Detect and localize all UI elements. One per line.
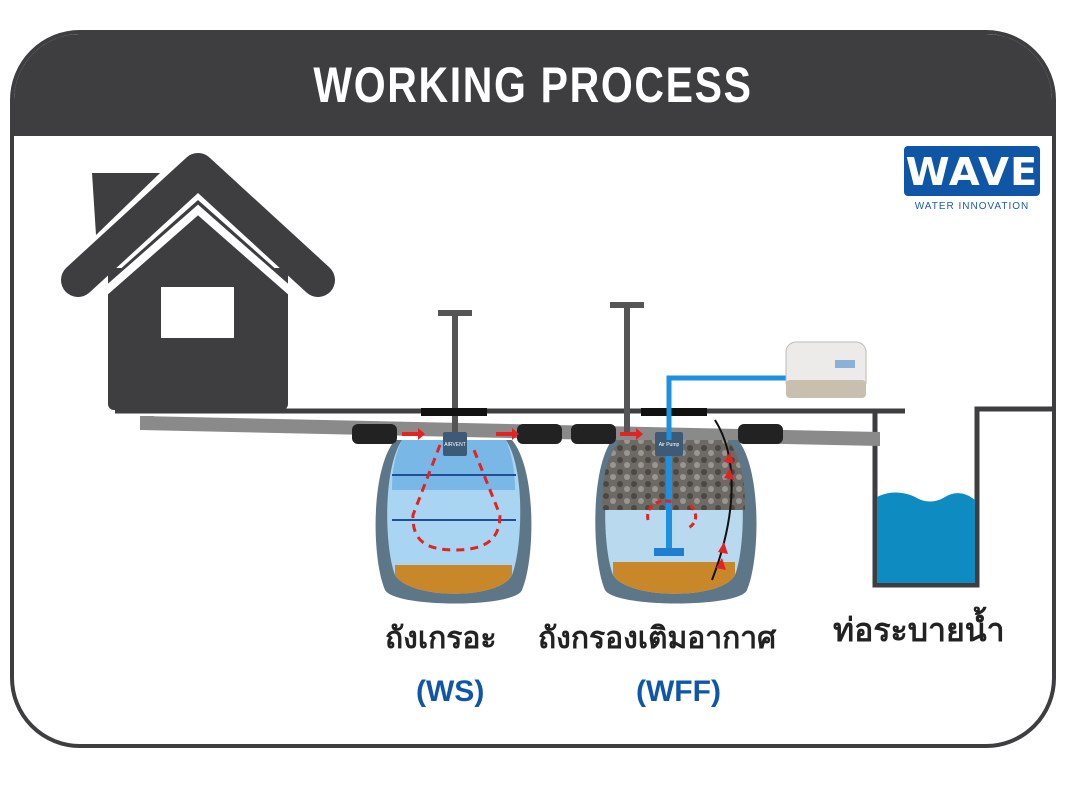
septic-tank-ws: AIRVENT: [352, 408, 562, 604]
logo-tagline: WATER INNOVATION: [914, 201, 1030, 212]
logo-badge: WAVE: [904, 146, 1040, 196]
air-line: [666, 375, 790, 440]
vent-pipe-2: [610, 302, 644, 432]
airvent-tag: AIRVENT: [444, 442, 466, 448]
filter-tank-wff: Air Pump: [571, 408, 783, 604]
air-pump-icon: [785, 341, 867, 398]
label-drain-thai: ท่อระบายน้ำ: [833, 611, 1005, 649]
label-wff-code: (WFF): [636, 675, 721, 708]
vent-pipe-1: [438, 310, 472, 450]
logo-brand: WAVE: [905, 150, 1039, 194]
wave-logo: WAVE WATER INNOVATION: [904, 146, 1040, 216]
sewer-pipe: [140, 416, 880, 446]
drain-water: [877, 492, 975, 583]
house-icon: [61, 153, 335, 410]
label-ws-code: (WS): [416, 675, 485, 708]
airpump-tag: Air Pump: [659, 442, 680, 448]
page-title: WORKING PROCESS: [313, 57, 753, 113]
label-ws-thai: ถังเกรอะ: [385, 621, 497, 656]
drain-outline: [872, 406, 1052, 588]
header-bar: WORKING PROCESS: [14, 34, 1052, 136]
label-wff-thai: ถังกรองเติมอากาศ: [538, 621, 777, 656]
